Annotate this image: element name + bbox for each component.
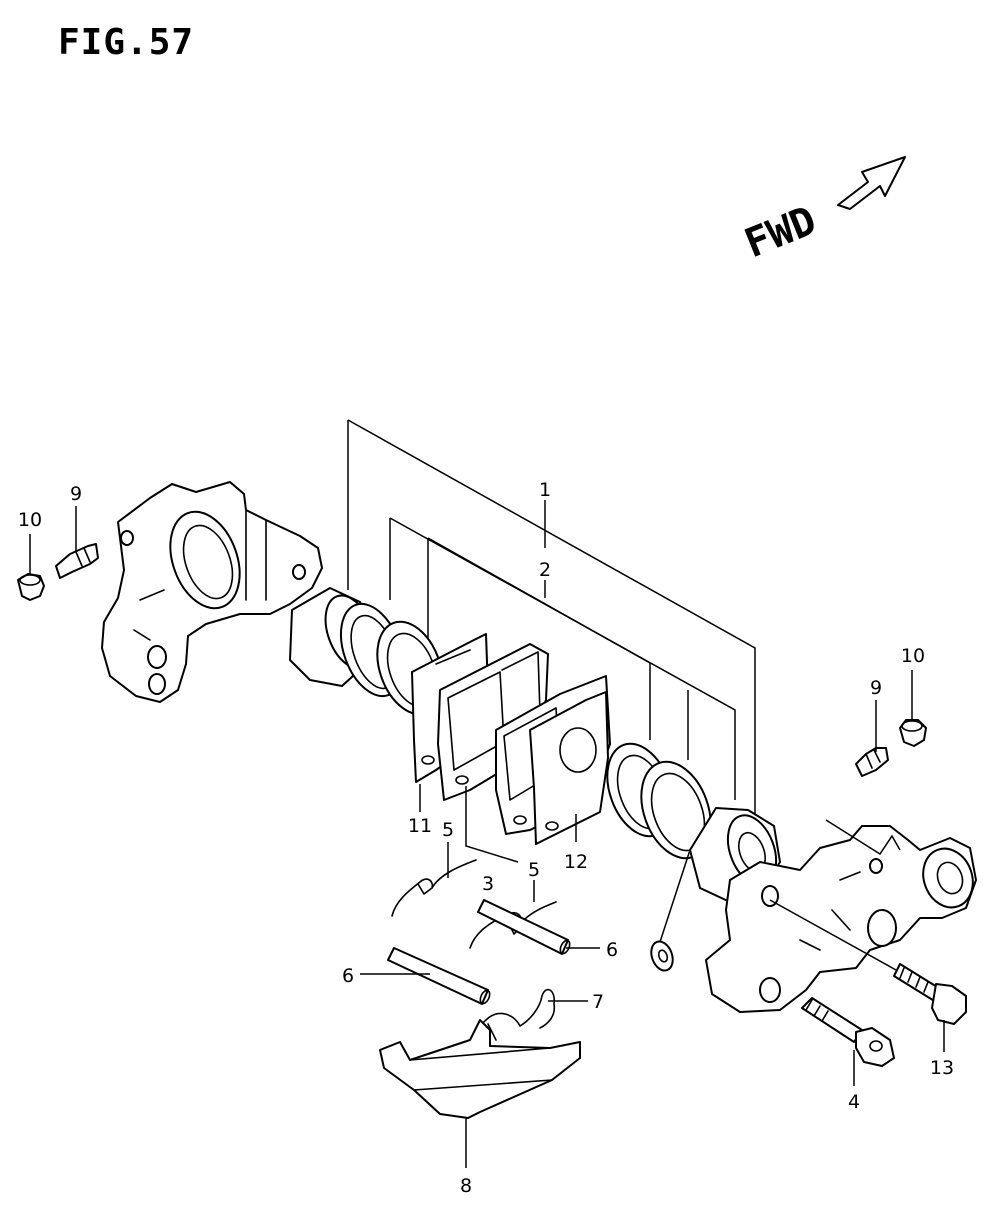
callout-5a: 5 (442, 819, 454, 841)
pad-spring-5-left (391, 859, 477, 917)
forward-indicator: FWD (739, 156, 906, 268)
callout-6b: 6 (342, 965, 354, 987)
pad-pin-6-left (387, 947, 491, 1005)
bleeder-cap-right (899, 719, 927, 747)
callout-5b: 5 (528, 859, 540, 881)
callout-3: 3 (482, 873, 494, 895)
forward-arrow-icon (837, 156, 906, 210)
leader-lines (29, 506, 945, 1168)
callout-2: 2 (539, 559, 551, 581)
callout-10a: 10 (18, 509, 42, 531)
callout-10b: 10 (901, 645, 925, 667)
pad-guard-8 (379, 1019, 581, 1119)
callout-9b: 9 (870, 677, 882, 699)
bleeder-cap-left (17, 573, 45, 601)
callout-12: 12 (564, 851, 588, 873)
callout-1: 1 (539, 479, 551, 501)
callout-7: 7 (592, 991, 604, 1013)
washer (650, 940, 674, 972)
caliper-bolt-4 (801, 997, 895, 1067)
callout-11: 11 (408, 815, 432, 837)
callout-13: 13 (930, 1057, 954, 1079)
callout-8: 8 (460, 1175, 472, 1197)
callout-6a: 6 (606, 939, 618, 961)
bleeder-valve-left (55, 543, 99, 579)
caliper-housing-left (101, 481, 323, 703)
callout-labels: 1 2 3 4 5 5 6 6 7 8 9 9 10 10 11 12 13 (18, 479, 954, 1197)
figure-title: FIG.57 (58, 22, 195, 63)
pad-pin-6-right (477, 899, 571, 955)
caliper-bolt-13 (769, 899, 967, 1025)
assembly-bracket-lines (347, 419, 756, 840)
fwd-label: FWD (739, 198, 823, 268)
bleeder-valve-right (825, 747, 901, 856)
caliper-housing-right (705, 825, 977, 1013)
callout-9a: 9 (70, 483, 82, 505)
callout-4: 4 (848, 1091, 860, 1113)
pad-shim-12 (529, 691, 609, 845)
